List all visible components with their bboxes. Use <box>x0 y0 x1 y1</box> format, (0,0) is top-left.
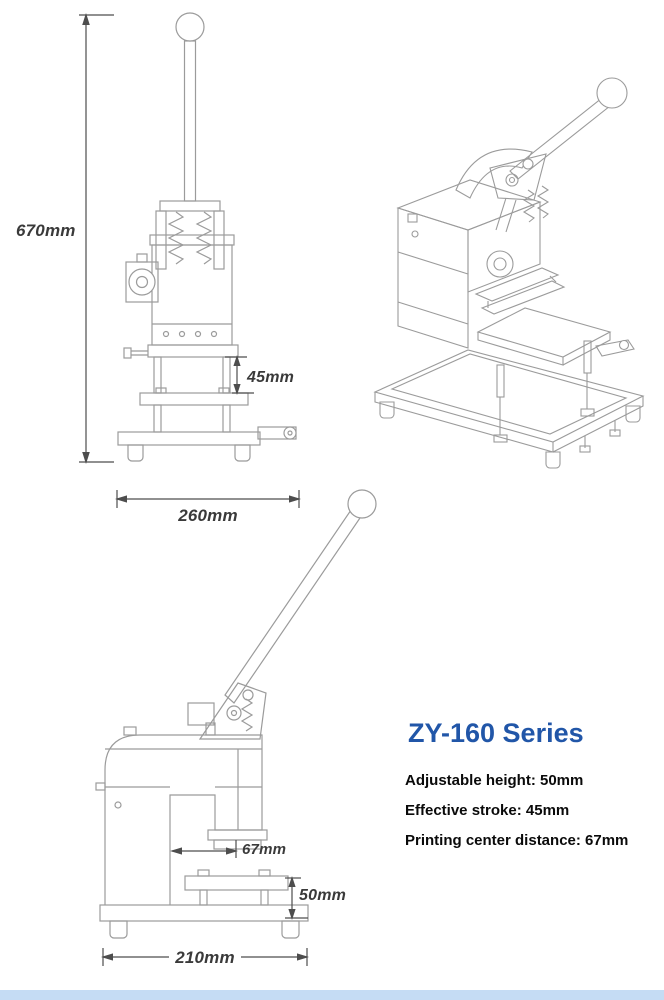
side-table-height-dimension-label: 50mm <box>299 887 347 904</box>
spec-adjustable-height: Adjustable height: 50mm <box>405 772 584 789</box>
front-width-dimension-label: 260mm <box>178 506 238 525</box>
front-stroke-dimension-label: 45mm <box>247 369 295 386</box>
spec-effective-stroke: Effective stroke: 45mm <box>405 802 570 819</box>
front-height-dimension-label: 670mm <box>16 221 76 240</box>
side-print-center-dimension-label: 67mm <box>242 841 287 858</box>
side-width-dimension-label: 210mm <box>169 948 241 967</box>
spec-printing-center-distance: Printing center distance: 67mm <box>405 832 629 849</box>
product-title: ZY-160 Series <box>408 718 584 748</box>
isometric-view-drawing <box>373 77 645 469</box>
side-view-drawing <box>95 489 377 939</box>
side-width-dimension: 210mm <box>103 948 307 968</box>
bottom-accent-bar <box>0 990 664 1000</box>
front-view-drawing <box>117 12 297 462</box>
